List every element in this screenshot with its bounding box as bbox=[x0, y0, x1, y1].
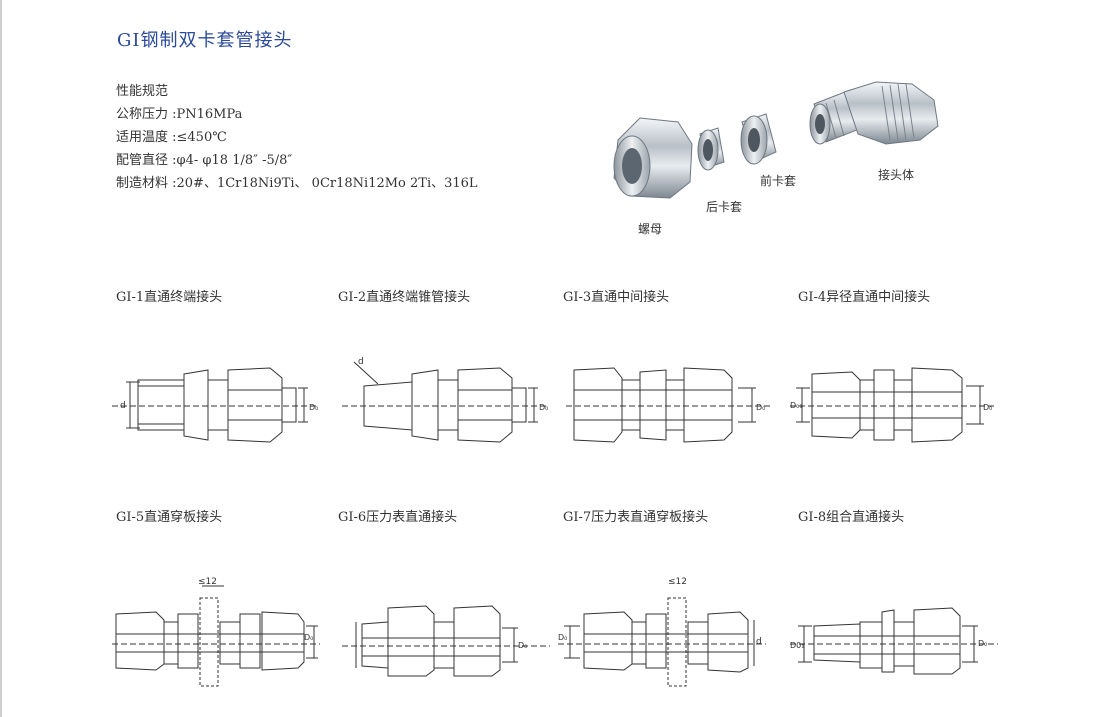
nut-image bbox=[613, 117, 693, 199]
label-front-ferrule: 前卡套 bbox=[760, 174, 797, 188]
diagram-gi-3: D₀ bbox=[566, 367, 771, 443]
diagram-gi-7: ≤12 D₀ d bbox=[558, 577, 766, 687]
dim-d: d bbox=[358, 357, 364, 367]
dim-d: d bbox=[120, 401, 126, 411]
label-body: 接头体 bbox=[878, 168, 915, 182]
caption-gi-4: GI-4异径直通中间接头 bbox=[798, 290, 931, 305]
caption-gi-7: GI-7压力表直通穿板接头 bbox=[563, 510, 709, 525]
spec-heading: 性能规范 bbox=[116, 84, 169, 99]
caption-gi-8: GI-8组合直通接头 bbox=[798, 510, 905, 525]
caption-gi-5: GI-5直通穿板接头 bbox=[116, 510, 223, 525]
dim-d0: D₀ bbox=[309, 403, 318, 412]
dim-d: d bbox=[756, 637, 762, 647]
spec-block: 性能规范 公称压力 :PN16MPa 适用温度 :≤450℃ 配管直径 :φ4-… bbox=[116, 80, 478, 195]
dim-d0: D₀ bbox=[539, 403, 548, 412]
caption-gi-1: GI-1直通终端接头 bbox=[116, 290, 223, 305]
diagram-gi-1: d D₀ bbox=[112, 367, 318, 443]
page-left-edge bbox=[0, 0, 2, 717]
diagram-gi-4: D₀₁ D₀ bbox=[790, 367, 995, 443]
dim-d0: D₀ bbox=[304, 633, 313, 642]
caption-gi-6: GI-6压力表直通接头 bbox=[338, 510, 458, 525]
spec-temperature: 适用温度 :≤450℃ bbox=[116, 130, 227, 145]
label-nut: 螺母 bbox=[638, 222, 663, 236]
body-image bbox=[809, 81, 939, 145]
label-rear-ferrule: 后卡套 bbox=[706, 200, 743, 214]
rear-ferrule-image bbox=[697, 127, 725, 171]
spec-material: 制造材料 :20#、1Cr18Ni9Ti、 0Cr18Ni12Mo 2Ti、31… bbox=[116, 176, 478, 191]
dim-d0: D₀ bbox=[983, 403, 992, 412]
dim-d0: D₀ bbox=[558, 633, 567, 642]
dim-d0: D₀ bbox=[978, 639, 987, 648]
fitting-parts-photo bbox=[613, 81, 939, 199]
diagram-gi-8: D0₁ D₀ bbox=[790, 607, 998, 675]
caption-gi-2: GI-2直通终端锥管接头 bbox=[338, 290, 471, 305]
spec-pipe-diameter: 配管直径 :φ4- φ18 1/8″ -5/8″ bbox=[116, 153, 293, 168]
dim-d0-alt: D0₁ bbox=[790, 641, 804, 650]
diagram-gi-6: D₀ bbox=[342, 605, 550, 677]
caption-gi-3: GI-3直通中间接头 bbox=[563, 290, 670, 305]
page-title: GI钢制双卡套管接头 bbox=[117, 30, 293, 51]
dim-d0: D₀ bbox=[756, 403, 765, 412]
diagram-gi-5: ≤12 D₀ bbox=[112, 577, 320, 687]
dim-d0: D₀ bbox=[518, 641, 527, 650]
spec-pressure: 公称压力 :PN16MPa bbox=[116, 107, 243, 122]
dim-max-plate: ≤12 bbox=[668, 577, 687, 587]
dim-max-plate: ≤12 bbox=[198, 577, 217, 587]
diagram-gi-2: d D₀ bbox=[342, 357, 548, 443]
front-ferrule-image bbox=[740, 113, 777, 165]
dim-d01: D₀₁ bbox=[790, 401, 803, 410]
